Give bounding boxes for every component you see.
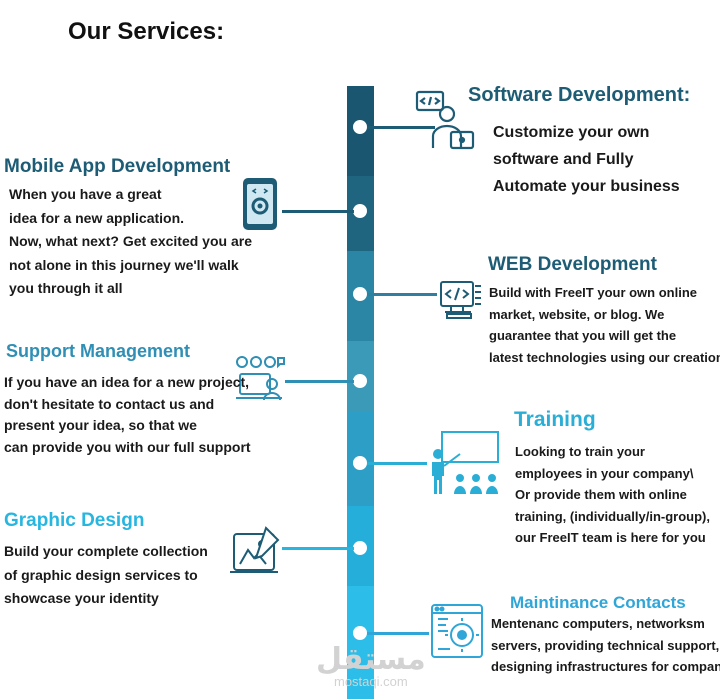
timeline-node-training	[353, 456, 367, 470]
support-description: If you have an idea for a new project, d…	[4, 374, 251, 455]
connector-mobile	[282, 210, 354, 213]
timeline-node-support	[353, 374, 367, 388]
graphic-title: Graphic Design	[4, 510, 145, 531]
page-title: Our Services:	[68, 18, 225, 45]
connector-software	[367, 126, 435, 129]
design-tablet-pen-icon	[226, 524, 282, 583]
graphic-description: Build your complete collection of graphi…	[4, 543, 208, 606]
training-description: Looking to train your employees in your …	[515, 444, 710, 545]
mobile-title: Mobile App Development	[4, 156, 231, 177]
timeline-bar	[347, 86, 374, 699]
software-description: Customize your own software and Fully Au…	[493, 124, 680, 195]
timeline-node-maintenance	[353, 626, 367, 640]
web-description: Build with FreeIT your own online market…	[489, 285, 720, 365]
support-title: Support Management	[6, 341, 191, 361]
watermark-url: mostaqi.com	[334, 674, 408, 689]
timeline-node-software	[353, 120, 367, 134]
developer-laptop-icon	[415, 88, 483, 161]
maintenance-description: Mentenanc computers, networksm servers, …	[491, 616, 720, 674]
maintenance-title: Maintinance Contacts	[510, 593, 686, 612]
timeline-node-web	[353, 287, 367, 301]
web-code-monitor-icon	[437, 280, 485, 327]
watermark: مستقل mostaqi.com	[316, 645, 426, 689]
watermark-arabic: مستقل	[316, 642, 426, 677]
connector-graphic	[282, 547, 354, 550]
mobile-description: When you have a great idea for a new app…	[9, 186, 252, 296]
web-title: WEB Development	[488, 254, 657, 275]
connector-web	[367, 293, 437, 296]
connector-training	[367, 462, 427, 465]
support-gears-icon	[234, 354, 286, 411]
timeline-node-graphic	[353, 541, 367, 555]
maintenance-screen-gear-icon	[430, 603, 486, 664]
software-title: Software Development:	[468, 84, 691, 106]
training-title: Training	[514, 408, 596, 431]
connector-maintenance	[367, 632, 429, 635]
smartphone-gear-icon	[240, 176, 280, 237]
presentation-class-icon	[428, 430, 502, 503]
timeline-node-mobile	[353, 204, 367, 218]
connector-support	[285, 380, 354, 383]
